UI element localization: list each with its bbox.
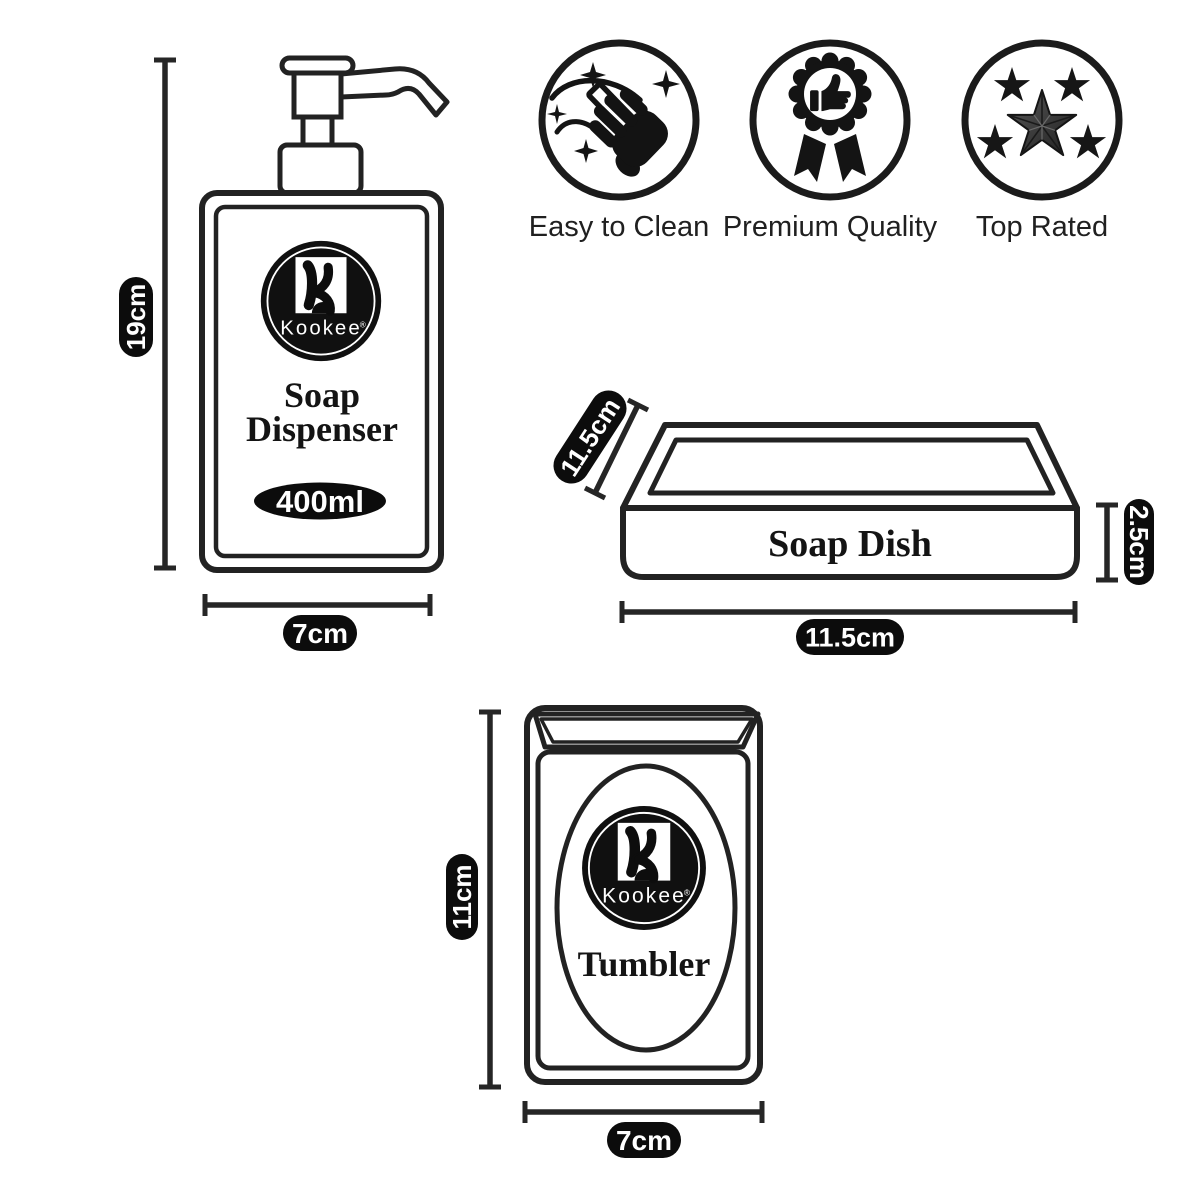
dispenser-name-line1: Soap: [284, 375, 360, 415]
hand-shape: [589, 88, 668, 177]
capacity-label: 400ml: [276, 484, 364, 519]
kookee-logo: Kookee ®: [260, 240, 382, 362]
logo-k-glyph: [302, 260, 335, 316]
pump-spout: [338, 66, 450, 118]
dispenser-width-pill: [283, 615, 357, 651]
soap-dish-figure: 11.5cm Soap Dish 2.5cm 11.5cm: [553, 390, 1154, 655]
tumbler-rim: [532, 711, 761, 750]
ribbons: [794, 134, 866, 182]
dish-height-pill: [1124, 499, 1154, 585]
tumbler-height-label: 11cm: [447, 864, 477, 929]
five-stars-icon: [961, 39, 1123, 201]
dish-height-label: 2.5cm: [1124, 505, 1154, 579]
dish-top-inner-border: [647, 437, 1056, 496]
dish-width-pill: [796, 619, 904, 655]
small-stars: [976, 67, 1107, 159]
capacity-badge: [254, 482, 386, 520]
dispenser-height-label: 19cm: [121, 284, 151, 351]
registered-mark: ®: [360, 321, 366, 330]
feature-label-easy-to-clean: Easy to Clean: [530, 211, 709, 243]
pump-neck: [300, 114, 335, 148]
brand-name: Kookee: [280, 318, 361, 340]
dispenser-body: [199, 190, 444, 573]
sparkle-hand-clean-icon: [538, 39, 700, 201]
registered-mark: ®: [684, 887, 691, 897]
kookee-logo: Kookee ®: [582, 806, 706, 930]
dish-depth-pill: [553, 390, 627, 484]
tumbler-name: Tumbler: [578, 944, 711, 984]
thumbs-up-ribbon-icon: [749, 39, 911, 201]
dish-depth-dimension: 11.5cm: [553, 390, 650, 501]
feature-label-top-rated: Top Rated: [976, 211, 1108, 243]
feature-badges: Easy to Clean: [530, 39, 1123, 243]
pump-stem: [291, 70, 344, 120]
tumbler-width-dimension: 7cm: [522, 1101, 765, 1158]
rosette: [788, 52, 872, 136]
dispenser-body-inner-border: [213, 204, 430, 559]
dispenser-height-dimension: 19cm: [119, 57, 176, 571]
soap-dispenser-figure: 19cm Kookee ® Soap: [119, 55, 450, 651]
sparkles: [547, 62, 680, 163]
tumbler-body-inner-border: [535, 749, 751, 1071]
pump-collar: [277, 142, 364, 196]
tumbler-width-label: 7cm: [616, 1125, 672, 1156]
dish-height-dimension: 2.5cm: [1096, 499, 1154, 585]
big-faceted-star: [1006, 89, 1078, 157]
dish-front-face: [620, 505, 1080, 580]
tumbler-height-pill: [446, 854, 478, 940]
dispenser-height-pill: [119, 277, 153, 357]
dish-width-dimension: 11.5cm: [619, 601, 1078, 655]
tumbler-rim-inner-border: [539, 717, 754, 744]
pump-head: [279, 55, 356, 76]
tumbler-figure: 11cm Kookee ® Tumbler: [446, 705, 765, 1158]
brand-name: Kookee: [602, 885, 686, 908]
dispenser-width-label: 7cm: [292, 618, 348, 649]
dish-name: Soap Dish: [768, 523, 932, 565]
tumbler-width-pill: [607, 1122, 681, 1158]
feature-label-premium-quality: Premium Quality: [723, 211, 938, 243]
thumbs-up: [810, 74, 851, 112]
dispenser-name-line2: Dispenser: [246, 409, 398, 449]
dispenser-pump: [277, 55, 450, 196]
logo-k-glyph: [625, 826, 659, 884]
tumbler-height-dimension: 11cm: [446, 709, 501, 1090]
dish-top-face: [620, 422, 1080, 511]
dispenser-width-dimension: 7cm: [202, 594, 433, 651]
dish-width-label: 11.5cm: [805, 622, 895, 652]
